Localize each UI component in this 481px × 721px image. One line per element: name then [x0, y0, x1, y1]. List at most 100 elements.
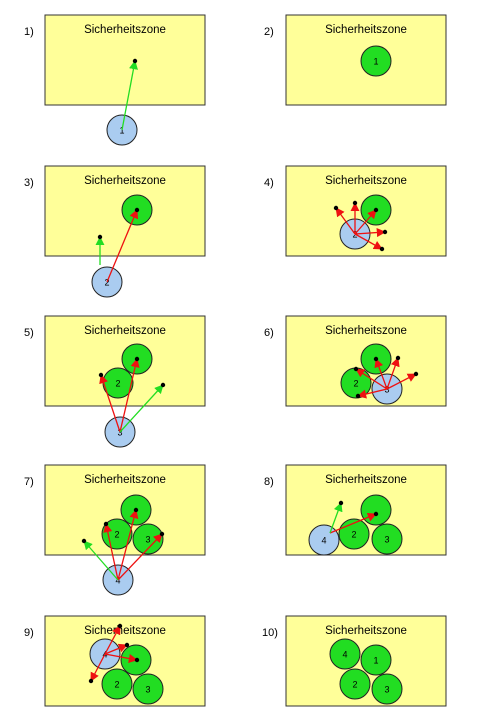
- moving-circle-number: 2: [104, 278, 109, 288]
- placed-circle: 2: [101, 668, 133, 700]
- panel-label: 10): [262, 627, 278, 639]
- placed-circle-number: 4: [342, 650, 347, 660]
- panel-5: 5) Sicherheitszone 2 3: [24, 315, 206, 448]
- invalid-vector-arrow: [104, 653, 138, 663]
- candidate-point: [124, 642, 130, 648]
- panel-label: 3): [24, 177, 34, 189]
- safety-zone-label: Sicherheitszone: [325, 625, 407, 637]
- safety-zone-label: Sicherheitszone: [84, 175, 166, 187]
- invalid-vector-arrow: [386, 373, 417, 390]
- panel-label: 9): [24, 627, 34, 639]
- placed-circle-number: 2: [115, 379, 120, 389]
- invalid-vector-arrow: [104, 643, 128, 655]
- invalid-vector-arrow: [354, 209, 377, 235]
- candidate-point: [352, 200, 358, 206]
- candidate-point: [160, 382, 166, 388]
- invalid-vector-arrow: [354, 228, 386, 238]
- placed-circle: 3: [132, 523, 164, 555]
- panel-label: 2): [264, 26, 274, 38]
- placed-circle-number: 3: [384, 685, 389, 695]
- invalid-vector-arrow: [335, 207, 356, 235]
- invalid-vector-arrow: [104, 625, 121, 655]
- safety-zone-label: Sicherheitszone: [325, 474, 407, 486]
- invalid-vector-arrow: [99, 374, 121, 433]
- panel-3: 3) Sicherheitszone 2: [24, 165, 206, 298]
- placed-circle: 4: [329, 638, 361, 670]
- safety-zone-label: Sicherheitszone: [84, 625, 166, 637]
- candidate-point: [413, 371, 419, 377]
- placed-circle-number: 2: [114, 680, 119, 690]
- panel-label: 5): [24, 327, 34, 339]
- valid-vector-arrow: [329, 502, 343, 534]
- panel-8: 8) Sicherheitszone 2 3 4: [264, 464, 447, 556]
- placed-circle-number: 2: [351, 530, 356, 540]
- panel-10: 10) Sicherheitszone 12 3 4: [262, 615, 447, 707]
- candidate-point: [134, 207, 140, 213]
- candidate-point: [134, 657, 140, 663]
- candidate-point: [395, 355, 401, 361]
- candidate-point: [373, 356, 379, 362]
- moving-circle-number: 4: [321, 536, 326, 546]
- placed-circle-number: 1: [373, 57, 378, 67]
- safety-zone-label: Sicherheitszone: [325, 24, 407, 36]
- placed-circle: [360, 494, 392, 526]
- candidate-point: [159, 531, 165, 537]
- safety-zone-label: Sicherheitszone: [84, 474, 166, 486]
- placed-circle-number: 3: [384, 535, 389, 545]
- placed-circle: 3: [371, 673, 403, 705]
- candidate-point: [132, 58, 138, 64]
- invalid-vector-arrow: [103, 523, 119, 581]
- candidate-point: [355, 393, 361, 399]
- candidate-point: [133, 507, 139, 513]
- invalid-vector-arrow: [355, 368, 388, 390]
- invalid-vector-arrow: [374, 358, 388, 390]
- moving-circle-number: 4: [115, 576, 120, 586]
- moving-circle-number: 3: [117, 428, 122, 438]
- panel-label: 6): [264, 327, 274, 339]
- placed-circle: 1: [360, 45, 392, 77]
- candidate-point: [117, 623, 123, 629]
- placed-circle-number: 3: [145, 535, 150, 545]
- invalid-vector-arrow: [354, 233, 383, 250]
- invalid-vector-arrow: [106, 209, 139, 283]
- candidate-point: [88, 678, 94, 684]
- panel-2: 2) Sicherheitszone 1: [264, 14, 447, 106]
- panel-1: 1) Sicherheitszone 1: [24, 14, 206, 146]
- panel-label: 7): [24, 476, 34, 488]
- safety-zone-label: Sicherheitszone: [325, 325, 407, 337]
- panel-label: 8): [264, 476, 274, 488]
- panels-layer: 1) Sicherheitszone 1 2) Sicherheitszone 1 3) Si…: [24, 14, 447, 707]
- safety-zone-label: Sicherheitszone: [325, 175, 407, 187]
- safety-zone: [44, 14, 206, 106]
- safety-zone-label: Sicherheitszone: [84, 24, 166, 36]
- placed-circle-number: 1: [373, 656, 378, 666]
- invalid-vector-arrow: [357, 388, 388, 399]
- candidate-point: [103, 521, 109, 527]
- candidate-point: [333, 205, 339, 211]
- invalid-vector-arrow: [90, 653, 106, 682]
- candidate-point: [134, 356, 140, 362]
- panel-7: 7) Sicherheitszone 2 3 4: [24, 464, 206, 596]
- safety-zone-label: Sicherheitszone: [84, 325, 166, 337]
- placed-circle-number: 3: [145, 685, 150, 695]
- placed-circle-number: 2: [114, 530, 119, 540]
- placed-circle: 2: [339, 668, 371, 700]
- placed-circle: 3: [371, 523, 403, 555]
- placed-circle: 3: [132, 673, 164, 705]
- moving-circle-number: 1: [119, 126, 124, 136]
- candidate-point: [338, 500, 344, 506]
- invalid-vector-arrow: [117, 509, 139, 581]
- candidate-point: [382, 229, 388, 235]
- valid-vector-arrow: [119, 384, 164, 433]
- invalid-vector-arrow: [119, 358, 140, 433]
- candidate-point: [379, 246, 385, 252]
- panel-label: 1): [24, 26, 34, 38]
- invalid-vector-arrow: [386, 357, 400, 390]
- candidate-point: [81, 538, 87, 544]
- placed-circle: 1: [360, 644, 392, 676]
- invalid-vector-arrow: [329, 512, 377, 534]
- valid-vector-arrow: [121, 60, 138, 131]
